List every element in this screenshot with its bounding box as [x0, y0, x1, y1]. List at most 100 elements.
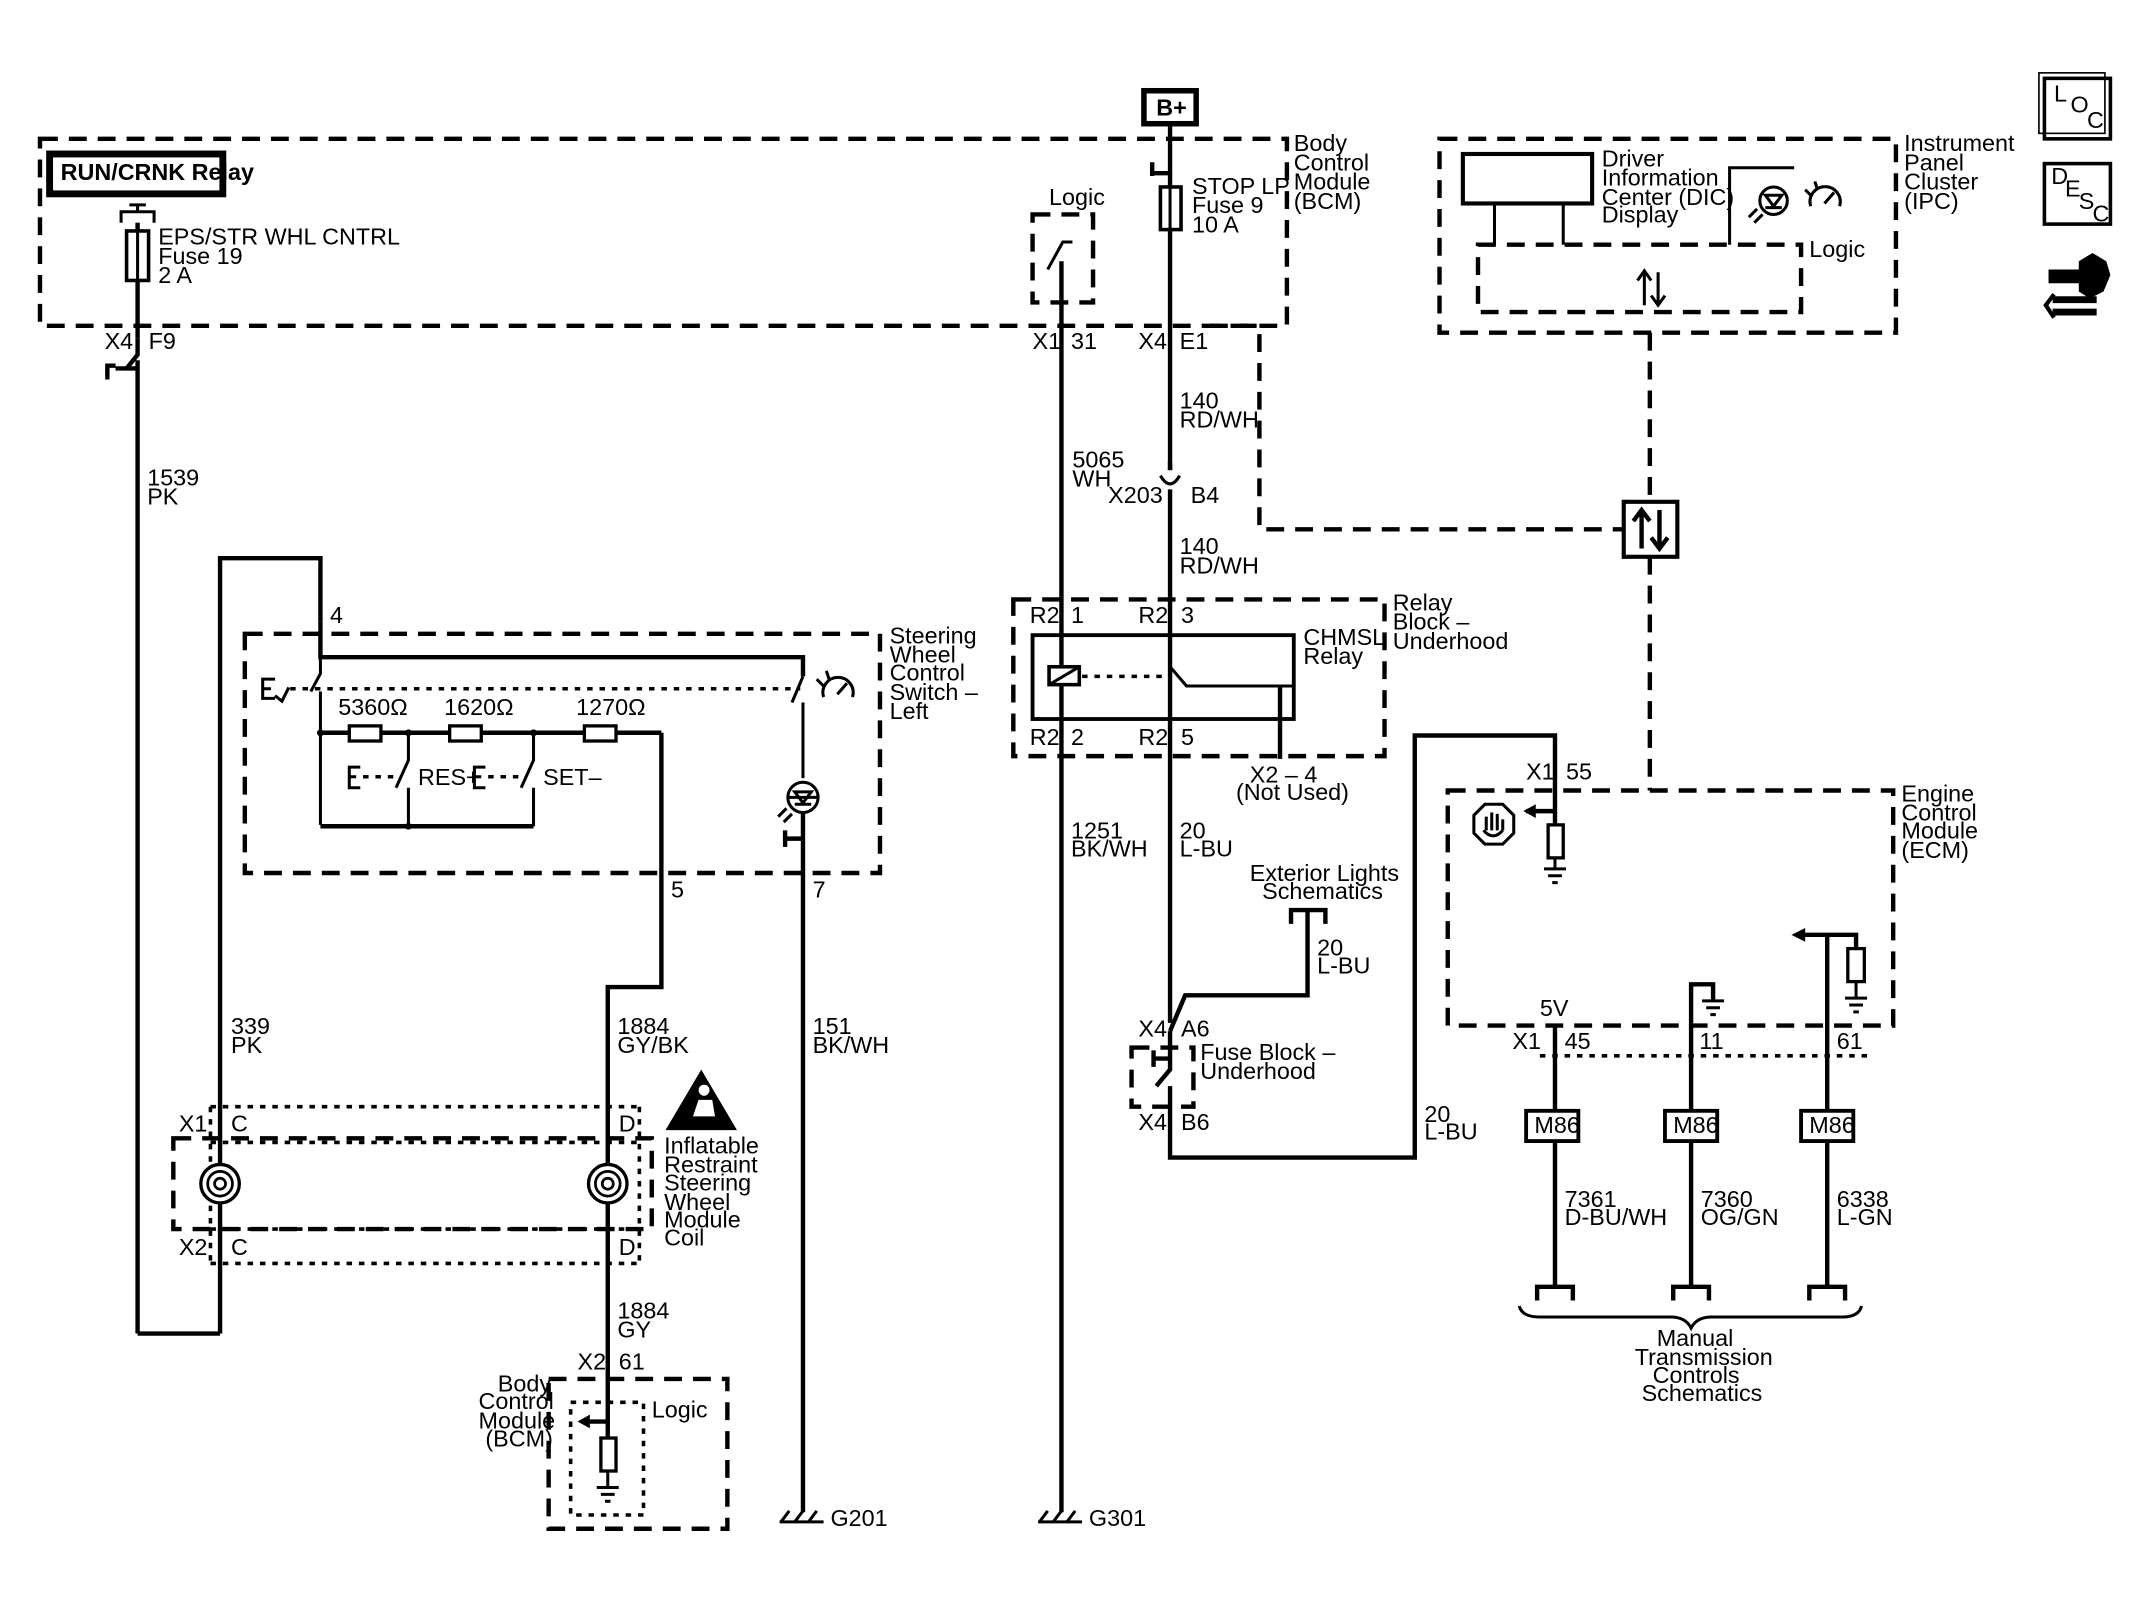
resistor-5360-label: 5360Ω	[338, 694, 407, 720]
ecm-boundary	[1445, 788, 1896, 1028]
svg-text:Panel: Panel	[1904, 149, 1964, 175]
svg-text:151: 151	[813, 1013, 852, 1039]
desc-icon[interactable]: D E S C	[2042, 161, 2113, 226]
fuse-block-x4a: X4	[1138, 1016, 1167, 1042]
svg-text:(Not Used): (Not Used)	[1236, 779, 1349, 805]
bcm-top-boundary	[37, 136, 1290, 329]
svg-text:D-BU/WH: D-BU/WH	[1565, 1204, 1668, 1230]
relay-pin-5: 5	[1181, 724, 1194, 750]
svg-text:140: 140	[1180, 533, 1219, 559]
wire-339-label: 339 PK	[231, 1013, 270, 1058]
wire-7361-label: 7361 D-BU/WH	[1565, 1186, 1668, 1230]
connector-x4-icon	[105, 338, 140, 380]
svg-text:M86: M86	[1673, 1112, 1718, 1138]
svg-text:Relay: Relay	[1393, 589, 1453, 615]
coil-x1: X1	[179, 1110, 208, 1136]
svg-text:(ECM): (ECM)	[1901, 837, 1968, 863]
dic-display-label: Driver Information Center (DIC) Display	[1602, 145, 1734, 227]
ecm-pullup-resistor-icon	[1846, 946, 1866, 984]
ecm-pin-45: 45	[1565, 1028, 1591, 1054]
wire-1539-label: 1539 PK	[147, 464, 199, 509]
svg-text:Schematics: Schematics	[1642, 1380, 1763, 1406]
svg-text:Transmission: Transmission	[1635, 1344, 1773, 1370]
svg-text:1884: 1884	[617, 1013, 669, 1039]
coil-x2: X2	[179, 1234, 208, 1260]
switch-title: Steering Wheel Control Switch – Left	[890, 622, 978, 724]
manual-trans-ref[interactable]: Manual Transmission Controls Schematics	[1635, 1325, 1773, 1406]
svg-text:O: O	[2071, 92, 2089, 118]
resistor-5360	[347, 724, 383, 743]
svg-text:STOP LP: STOP LP	[1192, 173, 1290, 199]
svg-text:Restraint: Restraint	[664, 1152, 758, 1178]
fuse-block-b6: B6	[1181, 1109, 1210, 1135]
svg-text:20: 20	[1424, 1101, 1450, 1127]
svg-text:339: 339	[231, 1013, 270, 1039]
coil-d1: D	[619, 1110, 636, 1136]
chmsl-relay-box	[1030, 633, 1296, 721]
svg-text:Block –: Block –	[1393, 609, 1470, 635]
pin-x1: X1	[1033, 328, 1062, 354]
bcm-data-link	[1209, 323, 1624, 532]
ground-g301-label: G301	[1089, 1505, 1146, 1531]
fuse-9-label: STOP LP Fuse 9 10 A	[1192, 173, 1290, 237]
svg-text:(IPC): (IPC)	[1904, 188, 1959, 214]
switch-gauge-icon	[821, 675, 855, 698]
relay-pin-2: 2	[1071, 724, 1084, 750]
svg-text:Fuse 19: Fuse 19	[158, 243, 242, 269]
ipc-lamp-bracket	[1728, 166, 1795, 245]
ground-g201-label: G201	[830, 1505, 887, 1531]
svg-text:Fuse 9: Fuse 9	[1192, 192, 1263, 218]
bcm-bottom-logic-label: Logic	[652, 1396, 708, 1422]
ecm-pin61-ground-icon	[1845, 981, 1868, 1014]
fuse-block-title: Fuse Block – Underhood	[1200, 1039, 1335, 1084]
relay-block-title: Relay Block – Underhood	[1393, 589, 1509, 653]
fuse-19-label: EPS/STR WHL CNTRL Fuse 19 2 A	[158, 224, 400, 288]
svg-text:EPS/STR WHL CNTRL: EPS/STR WHL CNTRL	[158, 224, 400, 250]
svg-text:GY: GY	[617, 1317, 651, 1343]
run-crnk-relay-box	[46, 150, 227, 198]
relay-r2-2: R2	[1030, 724, 1060, 750]
ecm-ground-icon	[1543, 857, 1566, 885]
coil-c1: C	[231, 1110, 248, 1136]
svg-text:Body: Body	[1294, 130, 1348, 156]
pin-31: 31	[1071, 328, 1097, 354]
loc-icon[interactable]: L O C	[2038, 72, 2113, 141]
ipc-logic-label: Logic	[1809, 236, 1865, 262]
svg-text:Module: Module	[664, 1207, 741, 1233]
svg-text:BK/WH: BK/WH	[1071, 835, 1148, 861]
ecm-x1b: X1	[1512, 1028, 1541, 1054]
switch-contact-icon	[309, 657, 322, 825]
svg-text:Exterior Lights: Exterior Lights	[1250, 860, 1399, 886]
ecm-5v: 5V	[1540, 995, 1569, 1021]
data-link-arrows-box	[1621, 499, 1680, 559]
wire-20a-label: 20 L-BU	[1180, 818, 1233, 862]
bcm-bottom-pin-61: 61	[619, 1348, 645, 1374]
fuse-block-x4b: X4	[1138, 1109, 1167, 1135]
svg-text:RD/WH: RD/WH	[1180, 407, 1259, 433]
x203-connector-icon	[1159, 474, 1181, 486]
wire-1884b-label: 1884 GY	[617, 1297, 669, 1342]
exterior-lights-ref[interactable]: Exterior Lights Schematics	[1250, 860, 1399, 904]
wire-1251-label: 1251 BK/WH	[1071, 818, 1148, 862]
svg-text:Module: Module	[1901, 818, 1978, 844]
svg-text:RD/WH: RD/WH	[1180, 552, 1259, 578]
svg-text:Wheel: Wheel	[664, 1189, 730, 1215]
wire-20c-label: 20 L-BU	[1424, 1101, 1477, 1145]
svg-text:M86: M86	[1809, 1112, 1854, 1138]
svg-text:Relay: Relay	[1303, 643, 1363, 669]
set-label: SET–	[543, 764, 601, 790]
svg-text:Instrument: Instrument	[1904, 130, 2015, 156]
fuse-block-link-icon	[1151, 733, 1558, 1160]
switch-pin-7: 7	[813, 877, 826, 903]
coil-d2: D	[619, 1234, 636, 1260]
ecm-title: Engine Control Module (ECM)	[1901, 781, 1978, 863]
svg-text:Steering: Steering	[890, 622, 977, 648]
connector-tool-icon[interactable]	[2043, 252, 2111, 319]
coil-title: Inflatable Restraint Steering Wheel Modu…	[664, 1132, 759, 1250]
svg-text:Switch –: Switch –	[890, 679, 978, 705]
svg-text:Wheel: Wheel	[890, 642, 956, 668]
bcm-bottom-ground-icon	[596, 1471, 619, 1503]
run-crnk-relay-label: RUN/CRNK Relay	[61, 159, 254, 185]
ecm-pin-55: 55	[1566, 759, 1592, 785]
svg-text:Center (DIC): Center (DIC)	[1602, 184, 1734, 210]
